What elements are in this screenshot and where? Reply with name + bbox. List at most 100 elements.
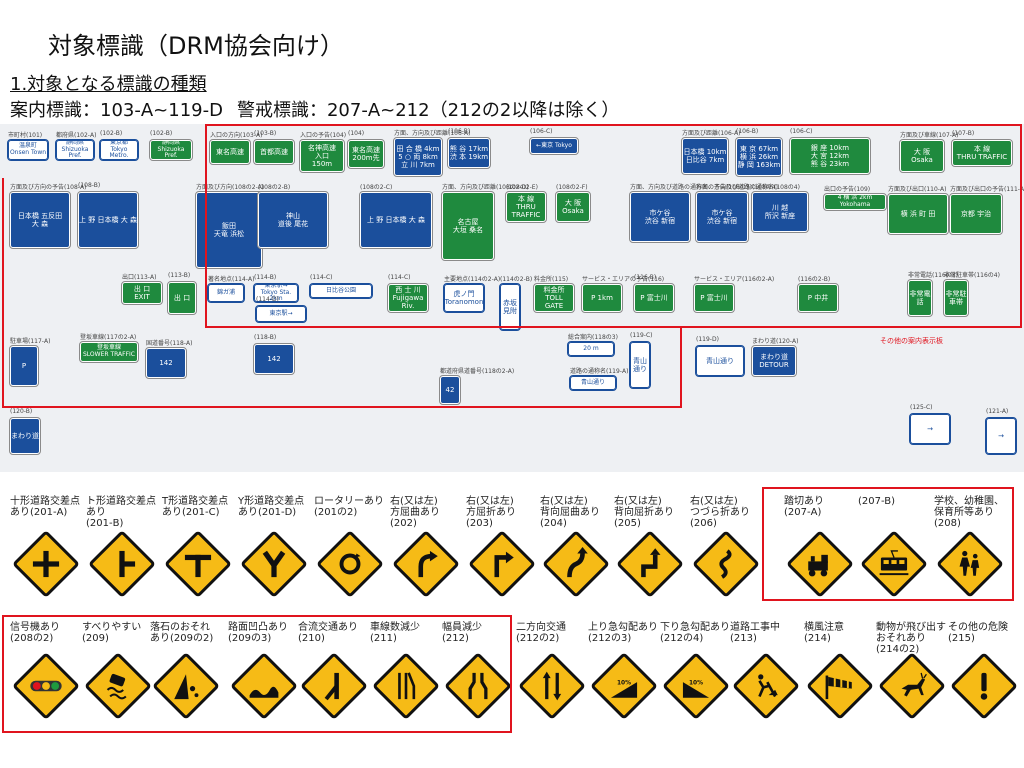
guide-sign-code: (108の2-E): [506, 184, 538, 191]
guide-sign: (114-C)日比谷公園: [309, 274, 373, 299]
warning-sign-label: 右(又は左) 方屈曲あり (202): [390, 496, 440, 529]
guide-sign: 登坂車線(117の2-A)登坂車線 SLOWER TRAFFIC: [79, 334, 139, 363]
guide-sign: (103-B)首都高速: [253, 130, 295, 165]
warning-sign-label: 上り急勾配あり (212の3): [588, 622, 658, 644]
guide-sign-text: 錦ガ浦: [207, 283, 245, 303]
guide-sign-text: →: [909, 413, 951, 445]
guide-sign: まわり道(120-A)まわり道 DETOUR: [751, 338, 798, 377]
guide-sign: (102-B)東京都 Tokyo Metro.: [99, 130, 139, 161]
guide-sign-text: 田 合 橋 4km 5 ○ 両 8km 立 川 7km: [393, 137, 443, 177]
guide-sign-text: 日本橋 10km 日比谷 7km: [681, 137, 729, 175]
guide-sign-text: 東京都 Tokyo Metro.: [99, 139, 139, 161]
guide-sign-code: 入口の方向(103-A): [210, 132, 263, 139]
guide-sign-text: 142: [253, 343, 295, 375]
warning-highlight-frame-208-212: [2, 615, 512, 733]
page-title: 対象標識（DRM協会向け）: [48, 32, 344, 60]
warning-range: 警戒標識：207-A~212（212の2以降は除く）: [236, 100, 620, 121]
warning-sign-label: 十形道路交差点 あり(201-A): [10, 496, 80, 518]
guide-sign: 方面、方向及び道路の通称名の予告(108の3)市ケ谷 渋谷 新宿: [629, 184, 752, 243]
guide-sign: 出口の予告(109)4 横 浜 2km Yokohama: [823, 186, 887, 211]
guide-sign-code: (106-C): [530, 128, 553, 135]
guide-sign: 方面及び方向(108の2-A)飯田 天竜 浜松: [195, 184, 264, 269]
guide-sign-code: (104): [348, 130, 365, 137]
guide-sign: (106-C) ←東京 Tokyo: [529, 128, 579, 155]
guide-sign: 方面及び車線(107-A)大 阪 Osaka: [899, 132, 958, 173]
warning-sign-label: T形道路交差点 あり(201-C): [162, 496, 229, 518]
guide-sign-code: (106-B): [448, 128, 471, 135]
guide-sign: (119-D)青山通り: [695, 336, 745, 377]
guide-sign-code: 方面及び方向(108の2-A): [196, 184, 265, 191]
guide-sign-text: 東名高速 200m先: [347, 139, 385, 169]
guide-sign-code: (118-B): [254, 334, 277, 341]
warning-sign-label: 下り急勾配あり (212の4): [660, 622, 730, 644]
warning-sign-label: 横風注意 (214): [804, 622, 844, 644]
guide-sign-text: 本 線 THRU TRAFFIC: [505, 191, 547, 223]
guide-sign: 料金所(115)料金所 TOLL GATE: [533, 276, 575, 313]
warning-sign-label: 動物が飛び出す おそれあり (214の2): [876, 622, 946, 655]
guide-sign: サービス・エリアの予告(116)P 1km: [581, 276, 664, 313]
reverse-turn-icon: [614, 528, 686, 600]
guide-sign: 方面及び距離(106-A)日本橋 10km 日比谷 7km: [681, 130, 740, 175]
guide-sign: 入口の予告(104)名神高速 入口 150m: [299, 132, 346, 173]
guide-sign-text: 横 浜 町 田: [887, 193, 949, 235]
guide-sign-text: 上 野 日本橋 大 森: [77, 191, 139, 249]
guide-sign-text: 大 阪 Osaka: [899, 139, 945, 173]
guide-sign-text: 銀 座 10km 大 宮 12km 熊 谷 23km: [789, 137, 871, 175]
slippery-icon: [82, 650, 154, 722]
warning-sign-label: ト形道路交差点 あり (201-B): [86, 496, 156, 529]
y-junction-icon: [238, 528, 310, 600]
guide-sign: 出口(113-A)出 口 EXIT: [121, 274, 163, 305]
guide-sign-text: 東名高速: [209, 139, 251, 165]
guide-sign-code: (103-B): [254, 130, 277, 137]
animal-crossing-icon: [876, 650, 948, 722]
warning-sign-label: 落石のおそれ あり(209の2): [150, 622, 214, 644]
guide-sign-code: 国道番号(118-A): [146, 340, 193, 347]
guide-sign-text: 市ケ谷 渋谷 新宿: [629, 191, 691, 243]
guide-sign-code: 総合案内(118の3): [568, 334, 618, 341]
guide-sign-text: 登坂車線 SLOWER TRAFFIC: [79, 341, 139, 363]
guide-sign: (108の2-B)神山 道後 尾花: [257, 184, 329, 249]
warning-sign-label: Y形道路交差点 あり(201-D): [238, 496, 305, 518]
guide-sign: (121-A)→: [985, 408, 1017, 455]
guide-sign-code: まわり道(120-A): [752, 338, 799, 345]
warning-sign-label: 右(又は左) つづら折あり (206): [690, 496, 750, 529]
children-icon: [934, 528, 1006, 600]
guide-range: 案内標識：103-A~119-D: [10, 100, 223, 121]
guide-sign-text: P 中井: [797, 283, 839, 313]
guide-sign-text: 142: [145, 347, 187, 379]
steep-ascent-icon: 10%: [588, 650, 660, 722]
guide-sign-code: (114の2-B): [500, 276, 533, 283]
guide-sign: (107-B)本 線 THRU TRAFFIC: [951, 130, 1013, 167]
guide-sign-code: 方面、方向及び距離(108の2-D): [442, 184, 529, 191]
guide-sign-code: 方面及び車線(107-A): [900, 132, 959, 139]
guide-sign-text: まわり道: [9, 417, 41, 455]
guide-sign: 主要地点(114の2-A)虎ノ門 Toranomon: [443, 276, 500, 313]
guide-sign-code: 都道府県道番号(118の2-A): [440, 368, 515, 375]
guide-sign: 国道番号(118-A)142: [145, 340, 192, 379]
guide-sign-text: 出 口: [167, 281, 197, 315]
guide-sign: 方面、方向及び距離(108の2-D)名古屋 大垣 桑名: [441, 184, 529, 261]
guide-sign: 方面及び出口の予告(111-A)京都 宇治: [949, 186, 1024, 235]
guide-sign-code: 方面、方向及び道路の通称名の予告(108の3): [630, 184, 752, 191]
turn-right-icon: [466, 528, 538, 600]
guide-sign: (114の2-B)赤坂見附: [499, 276, 532, 331]
other-guide-label: その他の案内表示板: [880, 337, 943, 345]
guide-sign-text: ←東京 Tokyo: [529, 137, 579, 155]
guide-sign-text: 青山通り: [629, 341, 651, 389]
guide-sign-text: 虎ノ門 Toranomon: [443, 283, 485, 313]
guide-sign-text: 大 阪 Osaka: [555, 191, 591, 223]
guide-sign-code: 料金所(115): [534, 276, 569, 283]
warning-sign-label: 車線数減少 (211): [370, 622, 420, 644]
guide-sign-code: 方面及び出口の予告(111-A): [950, 186, 1024, 193]
guide-sign-text: 名古屋 大垣 桑名: [441, 191, 495, 261]
guide-sign-text: 京都 宇治: [949, 193, 1003, 235]
lane-reduction-icon: [370, 650, 442, 722]
guide-sign-code: (114-D): [256, 296, 279, 303]
guide-sign-text: 非常電話: [907, 279, 933, 317]
guide-sign-code: 方面及び距離(106-A): [682, 130, 741, 137]
guide-sign-code: 非常電話(116の3): [908, 272, 958, 279]
guide-sign-code: (116の2-B): [798, 276, 831, 283]
guide-sign-code: (114-B): [254, 274, 277, 281]
range-line: 案内標識：103-A~119-D 警戒標識：207-A~212（212の2以降は除…: [10, 96, 619, 122]
danger-icon: [948, 650, 1020, 722]
